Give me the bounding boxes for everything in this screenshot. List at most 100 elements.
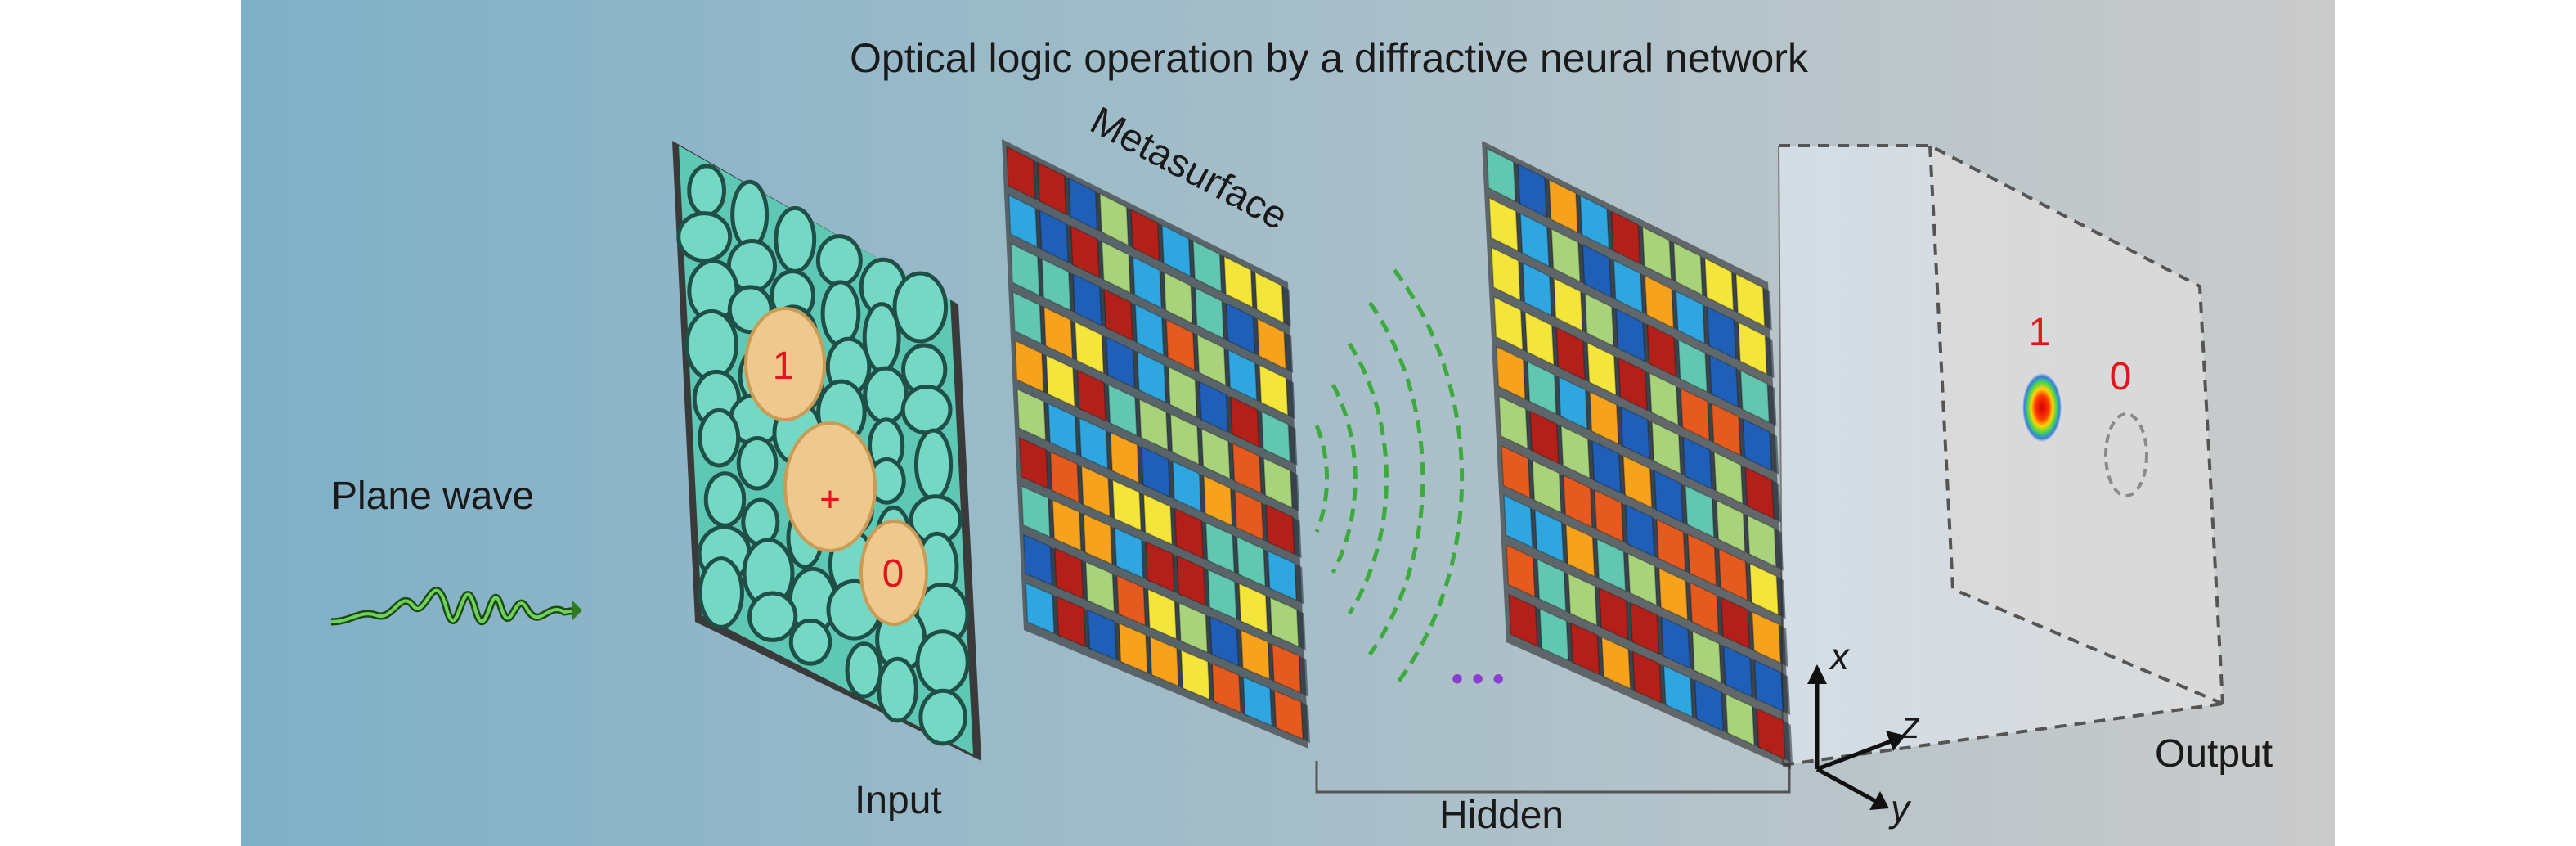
meta-atom [1227, 349, 1258, 402]
meta-atom [1048, 403, 1078, 456]
meta-atom [1070, 225, 1101, 279]
input-label: Input [855, 779, 942, 822]
meta-atom [1527, 360, 1557, 416]
meta-atom [1107, 384, 1138, 437]
meta-atom [1654, 470, 1684, 524]
meta-atom [1099, 192, 1129, 247]
input-cell [845, 641, 883, 699]
meta-atom [1735, 272, 1766, 327]
hidden-label: Hidden [1439, 794, 1564, 837]
metasurface-panel [1002, 139, 1311, 749]
meta-atom-shadow [1762, 287, 1772, 331]
meta-atom [1610, 210, 1641, 265]
meta-atom [1018, 436, 1049, 490]
input-cell [676, 211, 733, 263]
meta-atom [1491, 246, 1521, 302]
meta-atom [1524, 311, 1555, 367]
diffraction-wavefronts [1314, 268, 1465, 689]
meta-atom [1012, 290, 1043, 345]
meta-atom [1682, 435, 1712, 490]
meta-atom [1694, 678, 1725, 732]
meta-atom [1720, 596, 1751, 650]
meta-atom-shadow [1776, 576, 1786, 619]
meta-atom [1532, 459, 1562, 514]
input-cell-pattern [676, 164, 970, 746]
meta-atom [1522, 262, 1552, 317]
meta-atom [1256, 317, 1287, 371]
meta-atom [1234, 488, 1264, 541]
input-cell-one [744, 307, 826, 421]
meta-atom [1254, 271, 1285, 324]
meta-atom [1548, 178, 1579, 234]
meta-atom [1130, 208, 1160, 262]
meta-atom [1711, 403, 1741, 457]
plane-wave-icon [330, 587, 582, 626]
meta-atom [1501, 444, 1531, 499]
meta-atom [1194, 286, 1225, 340]
input-digit-one: 1 [773, 344, 795, 388]
meta-atom [1689, 582, 1720, 636]
output-digit-zero: 0 [2110, 355, 2132, 398]
input-cell [918, 688, 967, 746]
meta-atom [1629, 601, 1660, 655]
meta-atom [1753, 659, 1784, 713]
meta-atom [1631, 650, 1663, 704]
meta-atom [1103, 288, 1133, 342]
meta-atom [1660, 615, 1691, 669]
meta-atom [1203, 475, 1233, 527]
meta-atom [1053, 547, 1084, 600]
meta-atom [1747, 514, 1777, 568]
meta-atom [1138, 398, 1169, 451]
meta-atom [1273, 689, 1304, 740]
meta-atom [1145, 541, 1175, 593]
meta-atom [1685, 484, 1715, 538]
meta-atom [1259, 364, 1289, 416]
meta-atom [1240, 629, 1271, 681]
meta-atom [1211, 662, 1241, 714]
coordinate-axes [1807, 664, 1905, 810]
meta-atom [1565, 523, 1595, 578]
meta-atom [1534, 509, 1564, 563]
input-cell [736, 436, 779, 491]
meta-atom [1039, 209, 1070, 263]
output-beam [1778, 144, 2224, 767]
meta-atom [1192, 240, 1223, 293]
meta-atom-shadow [1295, 563, 1304, 605]
meta-atom [1084, 560, 1115, 614]
meta-atom [1586, 341, 1617, 397]
meta-atom [1641, 226, 1672, 281]
input-cell [741, 497, 780, 547]
meta-atom [1265, 503, 1295, 556]
meta-atom [1498, 395, 1528, 450]
meta-atom-shadow [1767, 384, 1777, 427]
meta-atom [1006, 146, 1036, 200]
meta-atom [1503, 494, 1533, 549]
metasurface-tiles [1006, 146, 1311, 744]
meta-atom [1563, 474, 1593, 529]
meta-atom [1165, 318, 1196, 371]
meta-atom-shadow [1281, 286, 1291, 327]
meta-atom-shadow [1290, 470, 1300, 512]
input-cell [698, 556, 744, 629]
meta-atom [1615, 308, 1646, 362]
meta-atom [1136, 350, 1167, 404]
meta-atom [1627, 552, 1658, 606]
axis-label-y: y [1888, 787, 1912, 830]
meta-atom [1555, 326, 1586, 381]
meta-atom [1043, 306, 1074, 360]
output-label: Output [2155, 732, 2273, 776]
meta-atom [1558, 376, 1588, 430]
meta-atom [1579, 194, 1610, 250]
input-cell [687, 164, 727, 218]
meta-atom [1756, 707, 1786, 761]
meta-atom [1141, 446, 1171, 498]
input-cell [900, 385, 953, 435]
meta-atom [1169, 412, 1200, 466]
meta-atom [1269, 596, 1299, 648]
meta-atom-shadow [1288, 424, 1298, 466]
input-operator-plus: + [819, 479, 841, 520]
meta-atom-shadow [1292, 516, 1302, 559]
input-cell [747, 591, 798, 642]
meta-atom [1176, 555, 1206, 607]
meta-atom [1488, 196, 1519, 252]
